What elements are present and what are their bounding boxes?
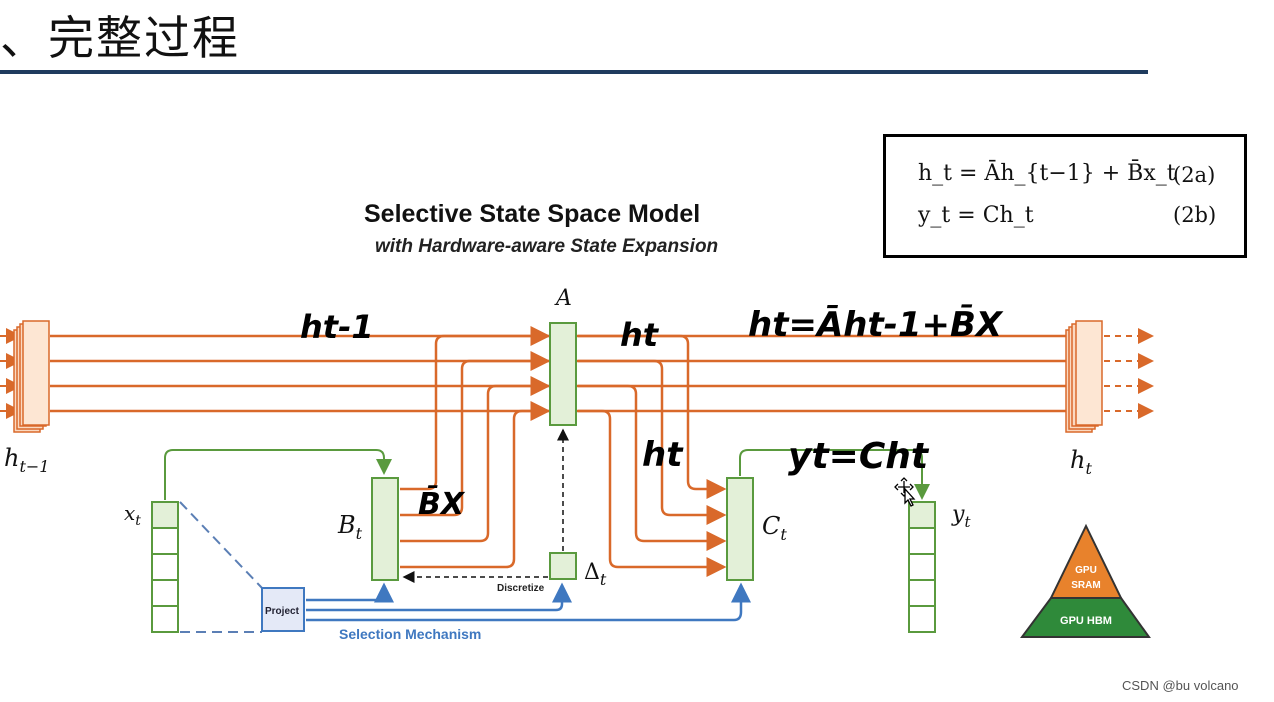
label-discretize: Discretize <box>497 583 545 594</box>
x-t-column <box>151 501 179 633</box>
a-matrix-block <box>549 322 577 426</box>
equation-2b: y_t = Ch_t <box>918 203 1034 228</box>
c-to-y-arrow <box>739 449 930 500</box>
equation-box: h_t = Āh_{t−1} + B̄x_t (2a) y_t = Ch_t (… <box>883 134 1247 258</box>
diagram-title: Selective State Space Model <box>364 200 701 228</box>
h-t-block <box>1065 320 1103 433</box>
c-t-block <box>726 477 754 581</box>
project-box <box>261 587 305 632</box>
move-cursor-icon <box>894 477 916 507</box>
diagram-subtitle: with Hardware-aware State Expansion <box>375 236 719 257</box>
equation-2a: h_t = Āh_{t−1} + B̄x_t <box>918 161 1176 186</box>
label-b-t: Bt <box>337 511 363 543</box>
handwritten-ht-a: ht <box>620 316 660 354</box>
b-t-block <box>371 477 399 581</box>
handwritten-ht-formula: ht=Āht-1+B̄X <box>748 303 1004 345</box>
pyramid-hbm-label: GPU HBM <box>1060 615 1112 627</box>
handwritten-bx: B̄X <box>418 486 466 522</box>
slide-title: 、完整过程 <box>0 11 240 65</box>
equation-2b-number: (2b) <box>1173 203 1217 227</box>
label-a: A <box>554 286 572 311</box>
pyramid-hbm <box>1020 597 1151 638</box>
watermark: CSDN @bu volcano <box>1122 678 1239 693</box>
b-to-state-lines <box>400 326 551 569</box>
label-x-t: xt <box>124 501 141 529</box>
handwritten-ht-b: ht <box>642 435 684 475</box>
selection-arrows <box>306 582 751 622</box>
label-y-t: yt <box>951 502 971 531</box>
y-t-column <box>908 501 936 633</box>
label-selection-mechanism: Selection Mechanism <box>339 626 481 642</box>
handwritten-ht-1: ht-1 <box>300 308 374 346</box>
label-delta: Δt <box>584 560 607 589</box>
pyramid-sram-label: SRAM <box>1071 580 1100 591</box>
h-prev-block <box>13 320 50 433</box>
label-c-t: Ct <box>762 512 787 544</box>
label-h-t: ht <box>1070 446 1092 478</box>
delta-block <box>549 552 577 580</box>
equation-2a-number: (2a) <box>1173 163 1216 187</box>
label-h-prev: ht−1 <box>4 444 49 476</box>
handwritten-yt-formula: yt=Cht <box>788 436 930 477</box>
label-project: Project <box>265 606 300 617</box>
title-rule <box>0 70 1148 74</box>
x-to-b-arrow <box>164 449 392 500</box>
pyramid-gpu-label: GPU <box>1075 565 1097 576</box>
project-dashed-links <box>179 501 263 633</box>
state-to-c-lines <box>578 334 727 577</box>
